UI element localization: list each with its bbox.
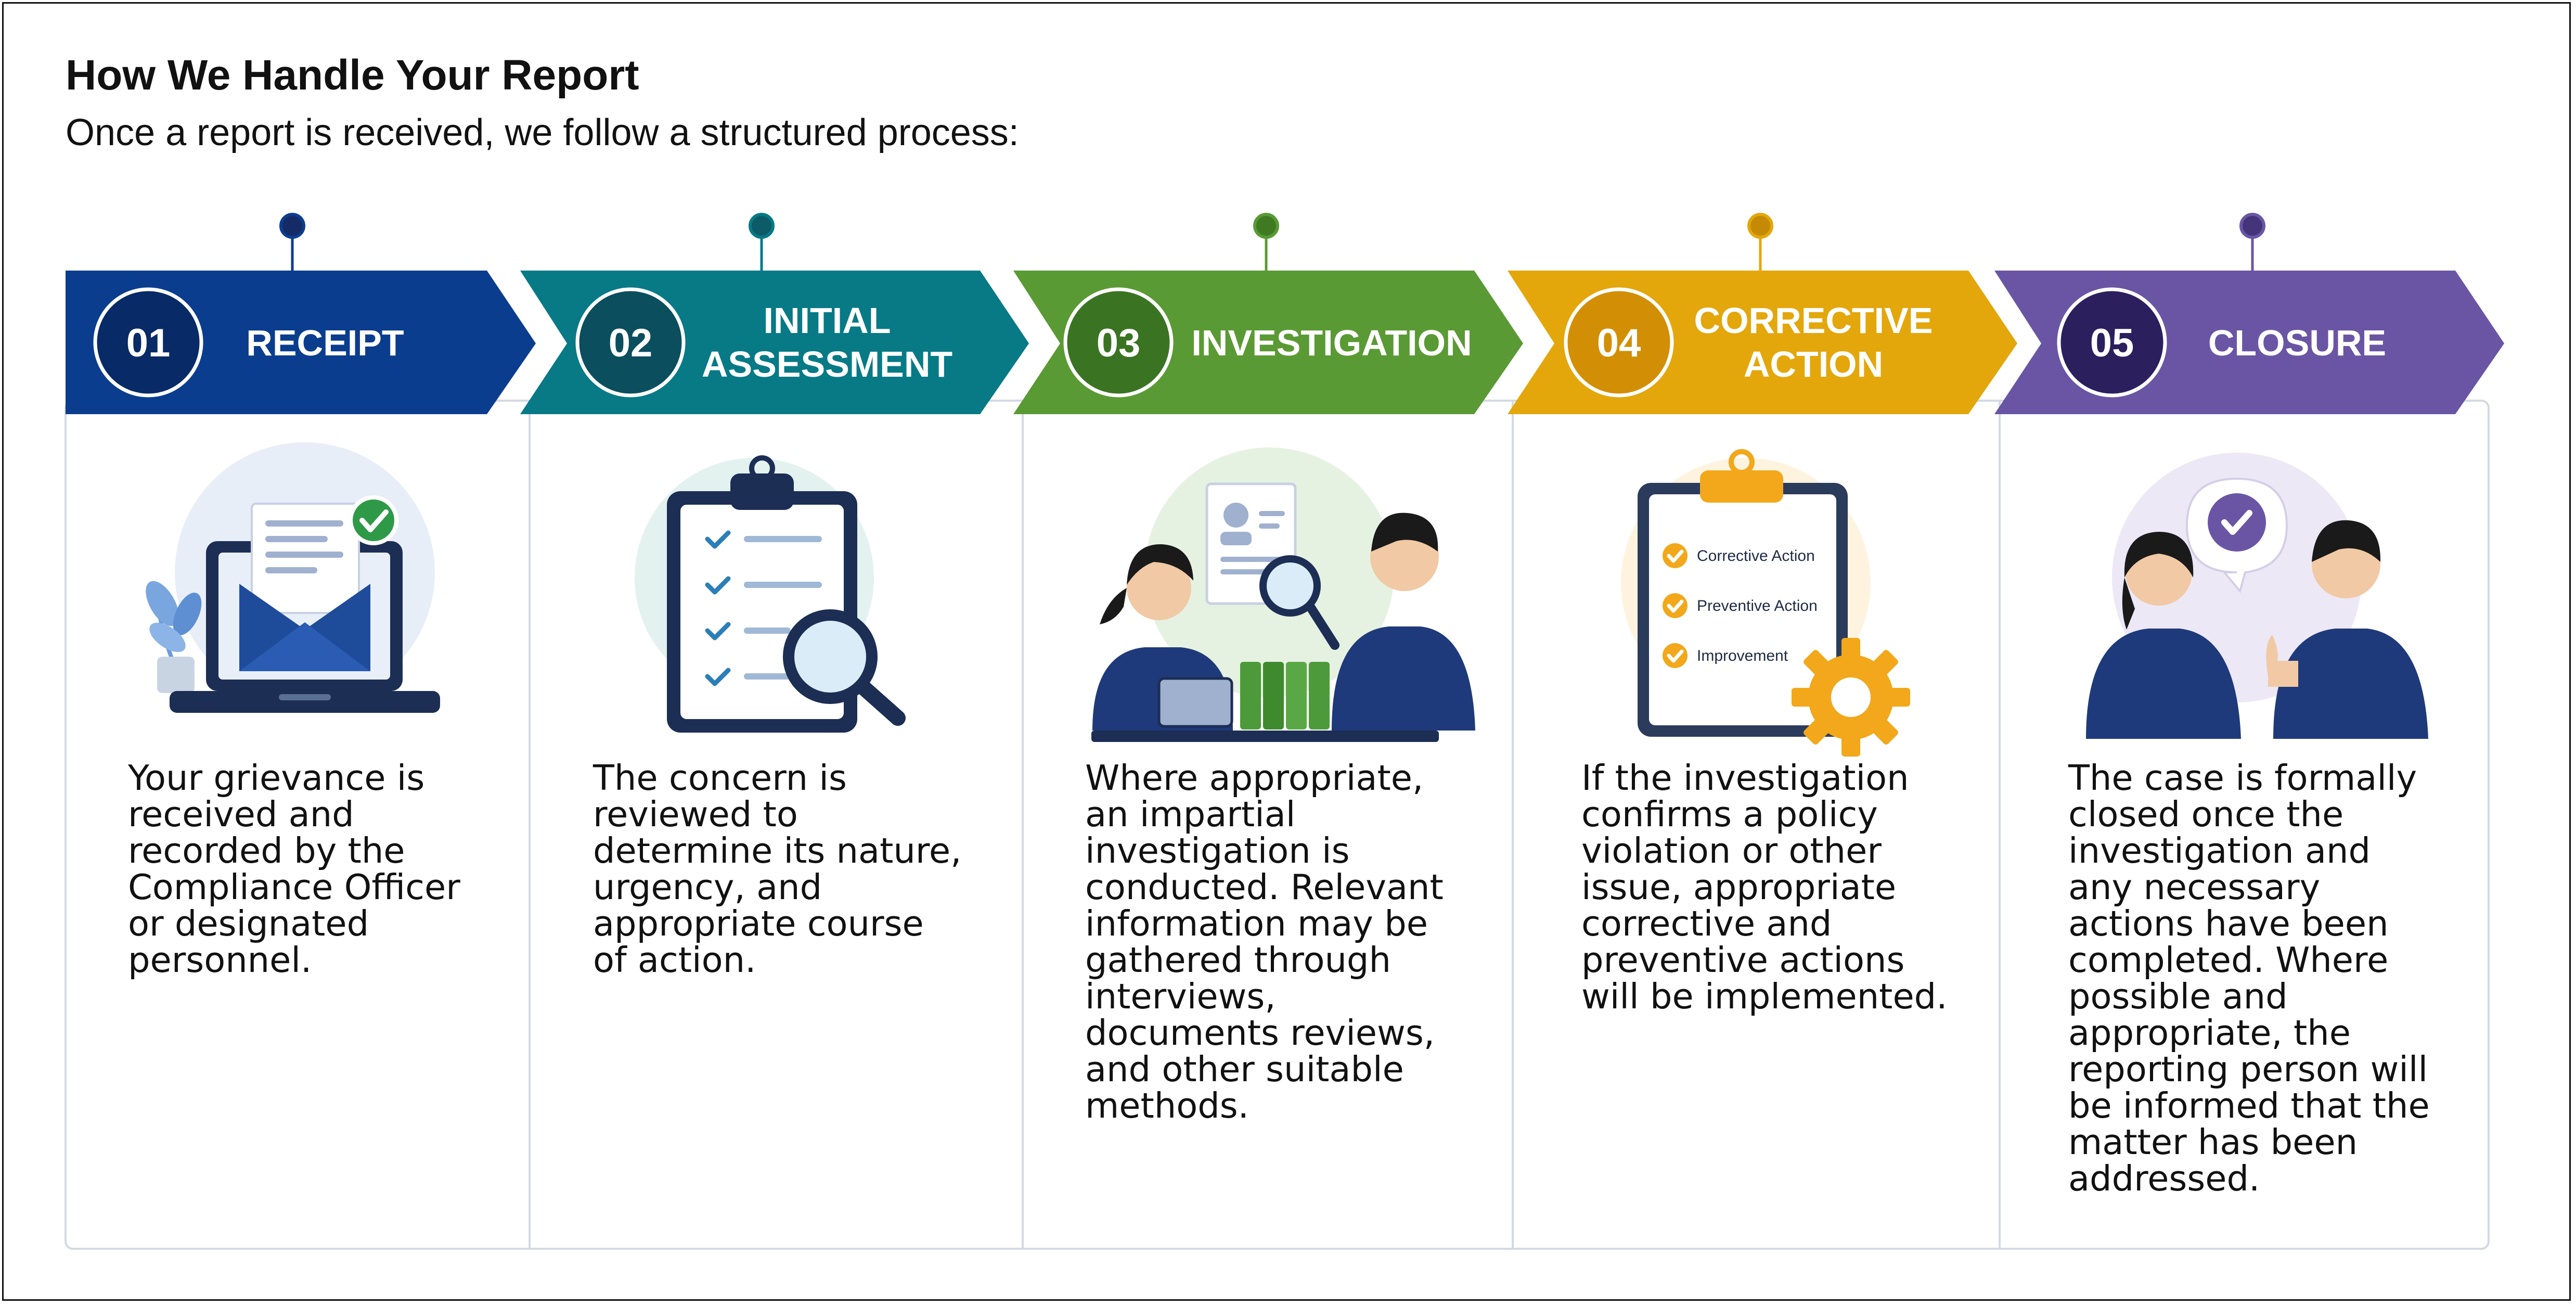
step-label-line: CORRECTIVE [1694, 300, 1933, 341]
step-number: 01 [126, 321, 171, 365]
checklist-check-icon [1663, 643, 1688, 668]
laptop-envelope-icon [146, 442, 440, 713]
clipboard-magnifier-icon [635, 455, 906, 733]
step-label-line: ACTION [1744, 344, 1883, 385]
step-header-investigation: 03 INVESTIGATION [1013, 271, 1523, 414]
checklist-item: Corrective Action [1697, 547, 1815, 565]
checklist-item: Preventive Action [1697, 597, 1818, 614]
step-label-line: INITIAL [764, 300, 891, 341]
step-description-corrective-action: If the investigation confirms a policy v… [1581, 758, 1948, 1017]
investigators-icon [1091, 447, 1475, 742]
timeline-dot [279, 213, 305, 239]
step-header-initial-assessment: 02 INITIAL ASSESSMENT [520, 271, 1029, 414]
step-description-initial-assessment: The concern is reviewed to determine its… [593, 758, 962, 980]
checklist-check-icon [1663, 593, 1688, 618]
step-label: CLOSURE [2208, 323, 2386, 363]
step-number: 03 [1097, 321, 1141, 365]
step-label: INVESTIGATION [1191, 323, 1472, 363]
timeline-dot [749, 213, 775, 239]
step-header-receipt: 01 RECEIPT [66, 271, 536, 414]
timeline-dot [1747, 213, 1773, 239]
checklist-check-icon [1663, 543, 1688, 568]
page-subtitle: Once a report is received, we follow a s… [66, 112, 1019, 153]
timeline [279, 213, 2265, 271]
approval-people-icon [2086, 453, 2428, 739]
step-number: 04 [1597, 321, 1641, 365]
step-description-receipt: Your grievance is received and recorded … [128, 758, 460, 980]
step-label-line: ASSESSMENT [702, 344, 952, 385]
step-header-corrective-action: 04 CORRECTIVE ACTION [1508, 271, 2017, 414]
checklist-item: Improvement [1697, 647, 1788, 664]
timeline-dot [2239, 213, 2265, 239]
timeline-dot [1253, 213, 1279, 239]
gear-icon [1792, 638, 1910, 757]
action-checklist-icon: Corrective Action Preventive Action Impr… [1621, 449, 1910, 757]
page-title: How We Handle Your Report [66, 52, 639, 99]
step-label: RECEIPT [246, 323, 404, 363]
step-description-closure: The case is formally closed once the inv… [2068, 758, 2430, 1199]
step-number: 02 [609, 321, 653, 365]
step-description-investigation: Where appropriate, an impartial investig… [1085, 758, 1444, 1126]
step-header-closure: 05 CLOSURE [1994, 271, 2504, 414]
step-number: 05 [2090, 321, 2134, 365]
